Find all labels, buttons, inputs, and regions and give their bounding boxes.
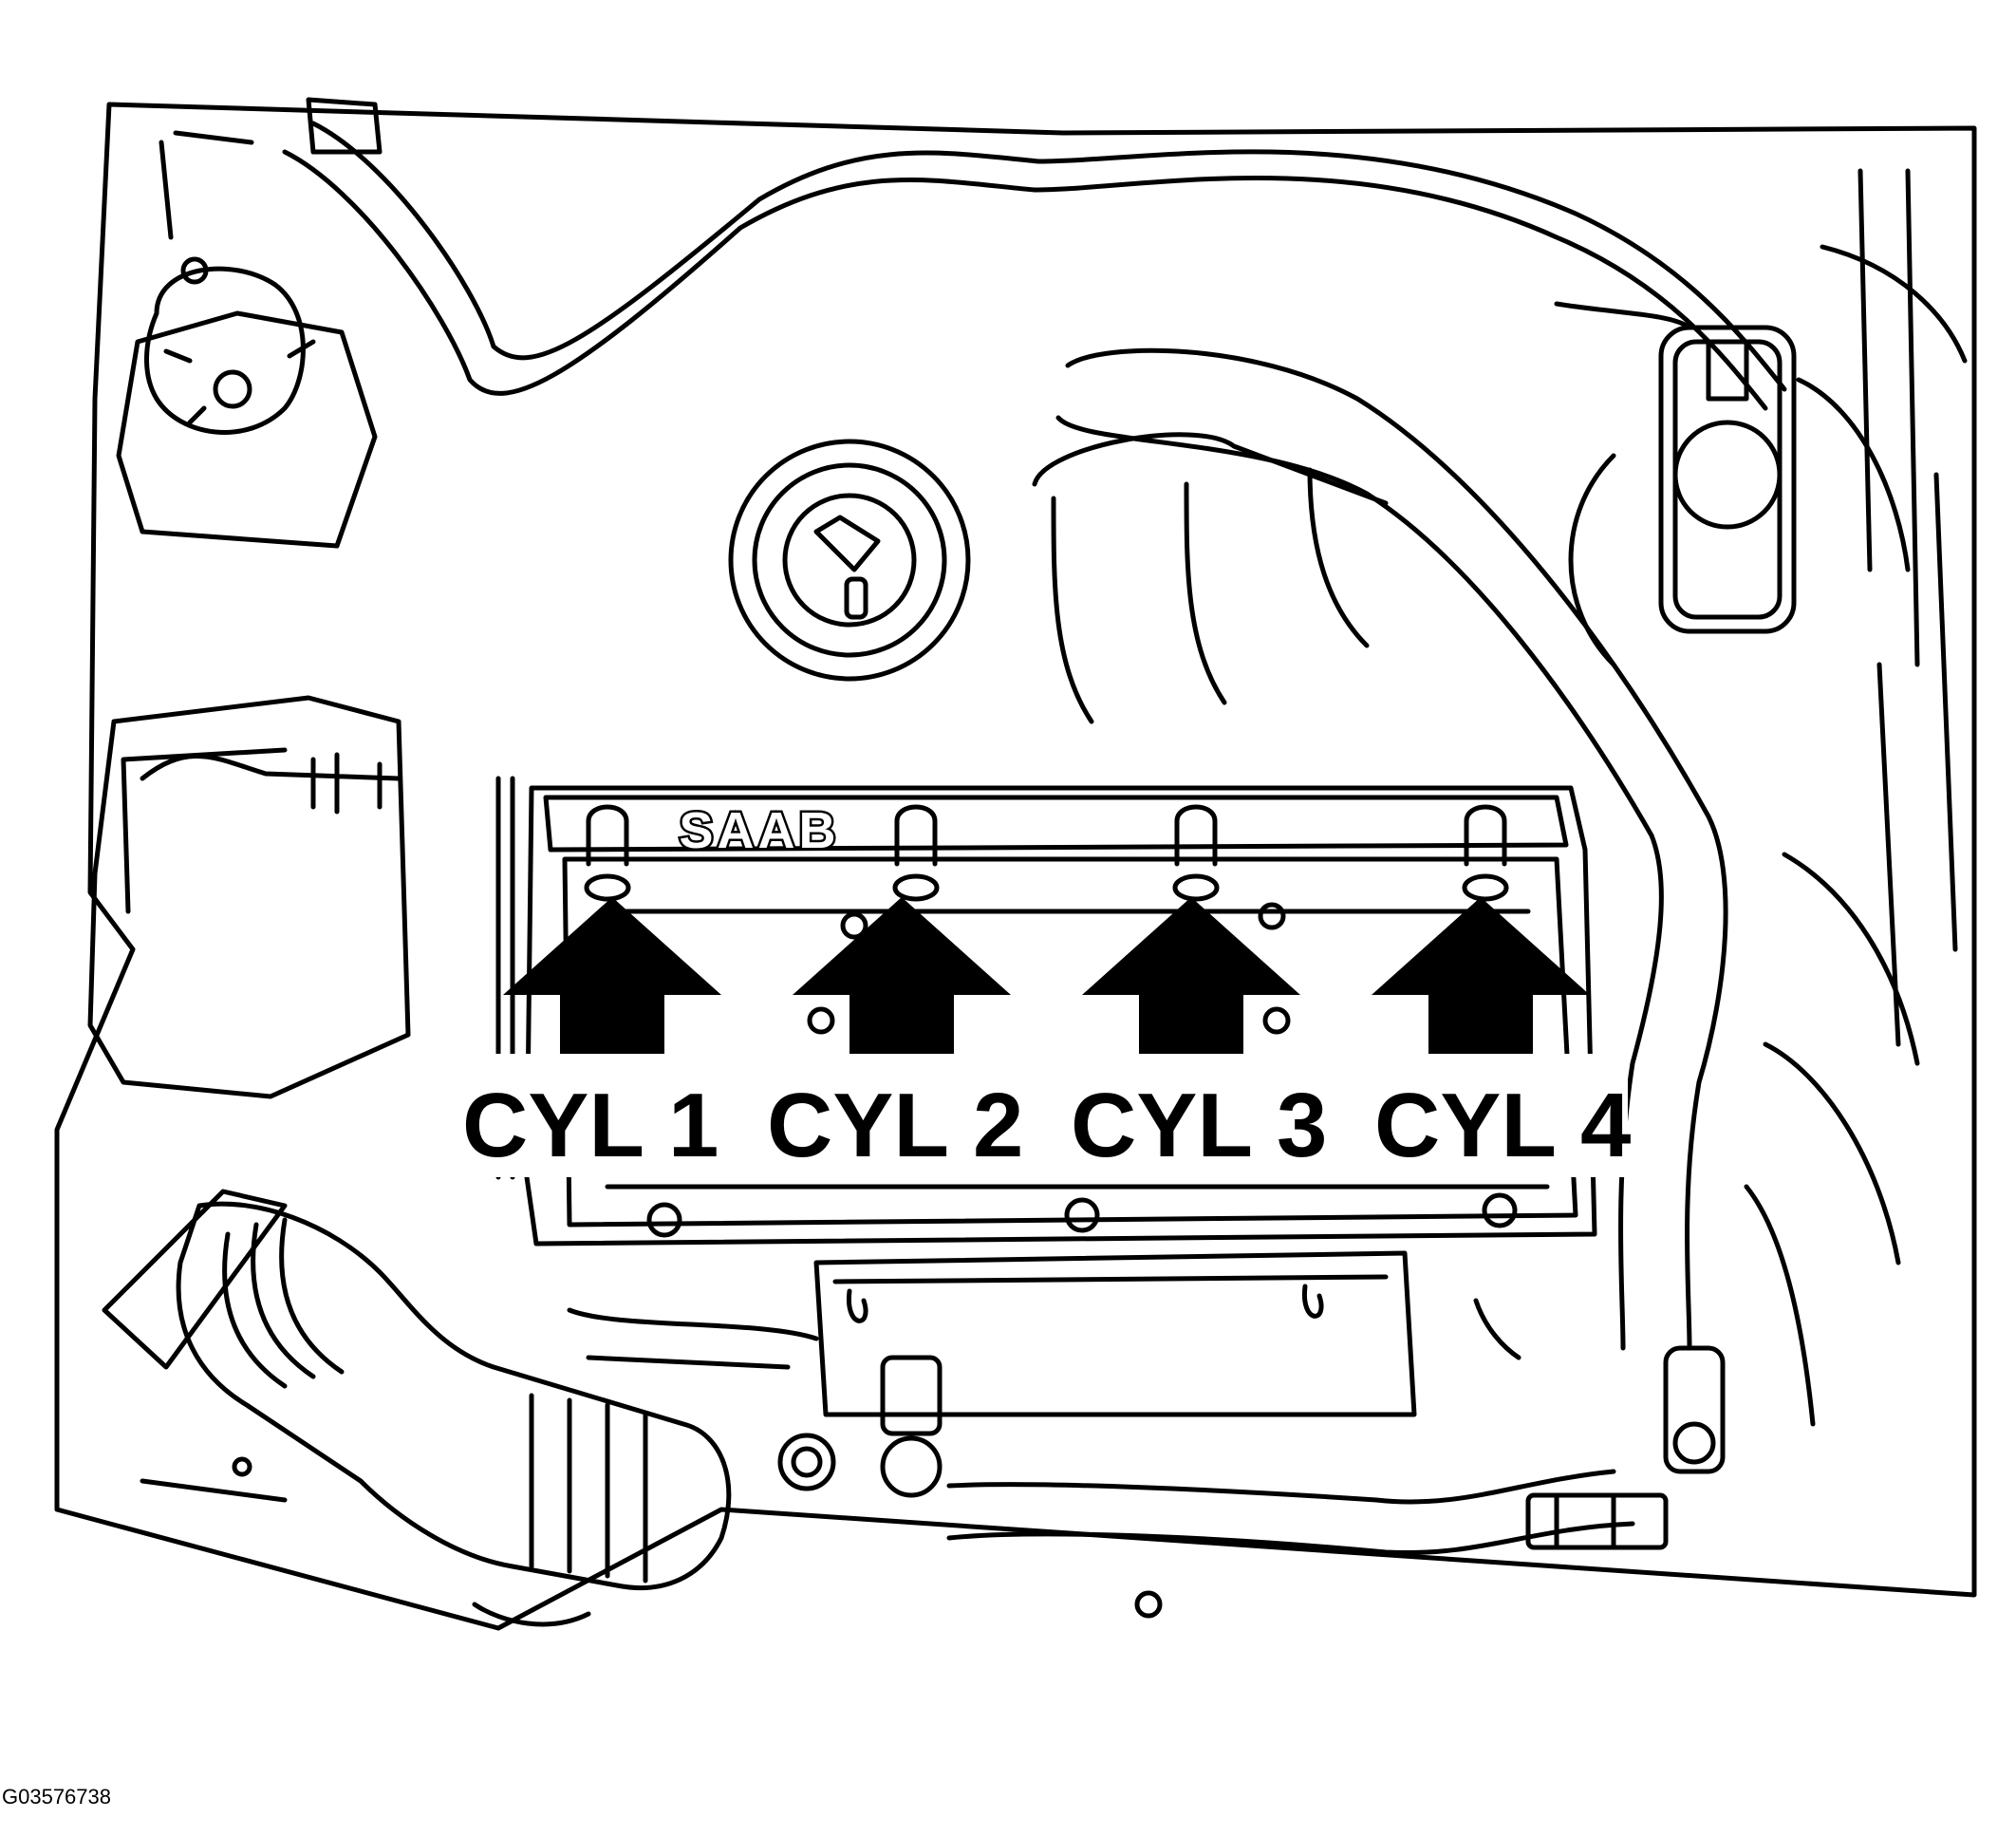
throttle-body — [813, 1250, 1417, 1417]
arrow-cyl-1 — [503, 897, 721, 1087]
arrow-cyl-2 — [793, 897, 1011, 1087]
label-backdrop — [456, 1054, 1628, 1177]
brand-plate: SAAB — [677, 800, 839, 862]
arrow-cyl-4 — [1372, 897, 1590, 1087]
figure-code: G03576738 — [2, 1785, 111, 1809]
cylinder-labels: CYL 1 CYL 2 CYL 3 CYL 4 — [462, 1075, 1631, 1176]
cyl-2-label: CYL 2 — [767, 1075, 1023, 1176]
brand-logo-text: SAAB — [679, 802, 839, 859]
engine-bay-outline — [54, 102, 1977, 1631]
cyl-4-label: CYL 4 — [1374, 1075, 1631, 1176]
connector — [1525, 1345, 1726, 1550]
air-intake-duct — [102, 1189, 732, 1591]
intake-tube — [1055, 347, 1728, 1351]
arrow-cyl-3 — [1082, 897, 1300, 1087]
cylinder-arrows — [503, 897, 1590, 1087]
spark-plug-holes — [584, 804, 1509, 902]
cyl-3-label: CYL 3 — [1071, 1075, 1327, 1176]
brake-fluid-reservoir — [1658, 325, 1797, 634]
sensor — [777, 1355, 943, 1498]
air-box — [87, 695, 411, 1099]
coolant-reservoir — [116, 266, 378, 549]
cyl-1-label: CYL 1 — [462, 1075, 719, 1176]
upper-hose — [282, 149, 1768, 411]
oil-filler-cap — [728, 439, 971, 682]
